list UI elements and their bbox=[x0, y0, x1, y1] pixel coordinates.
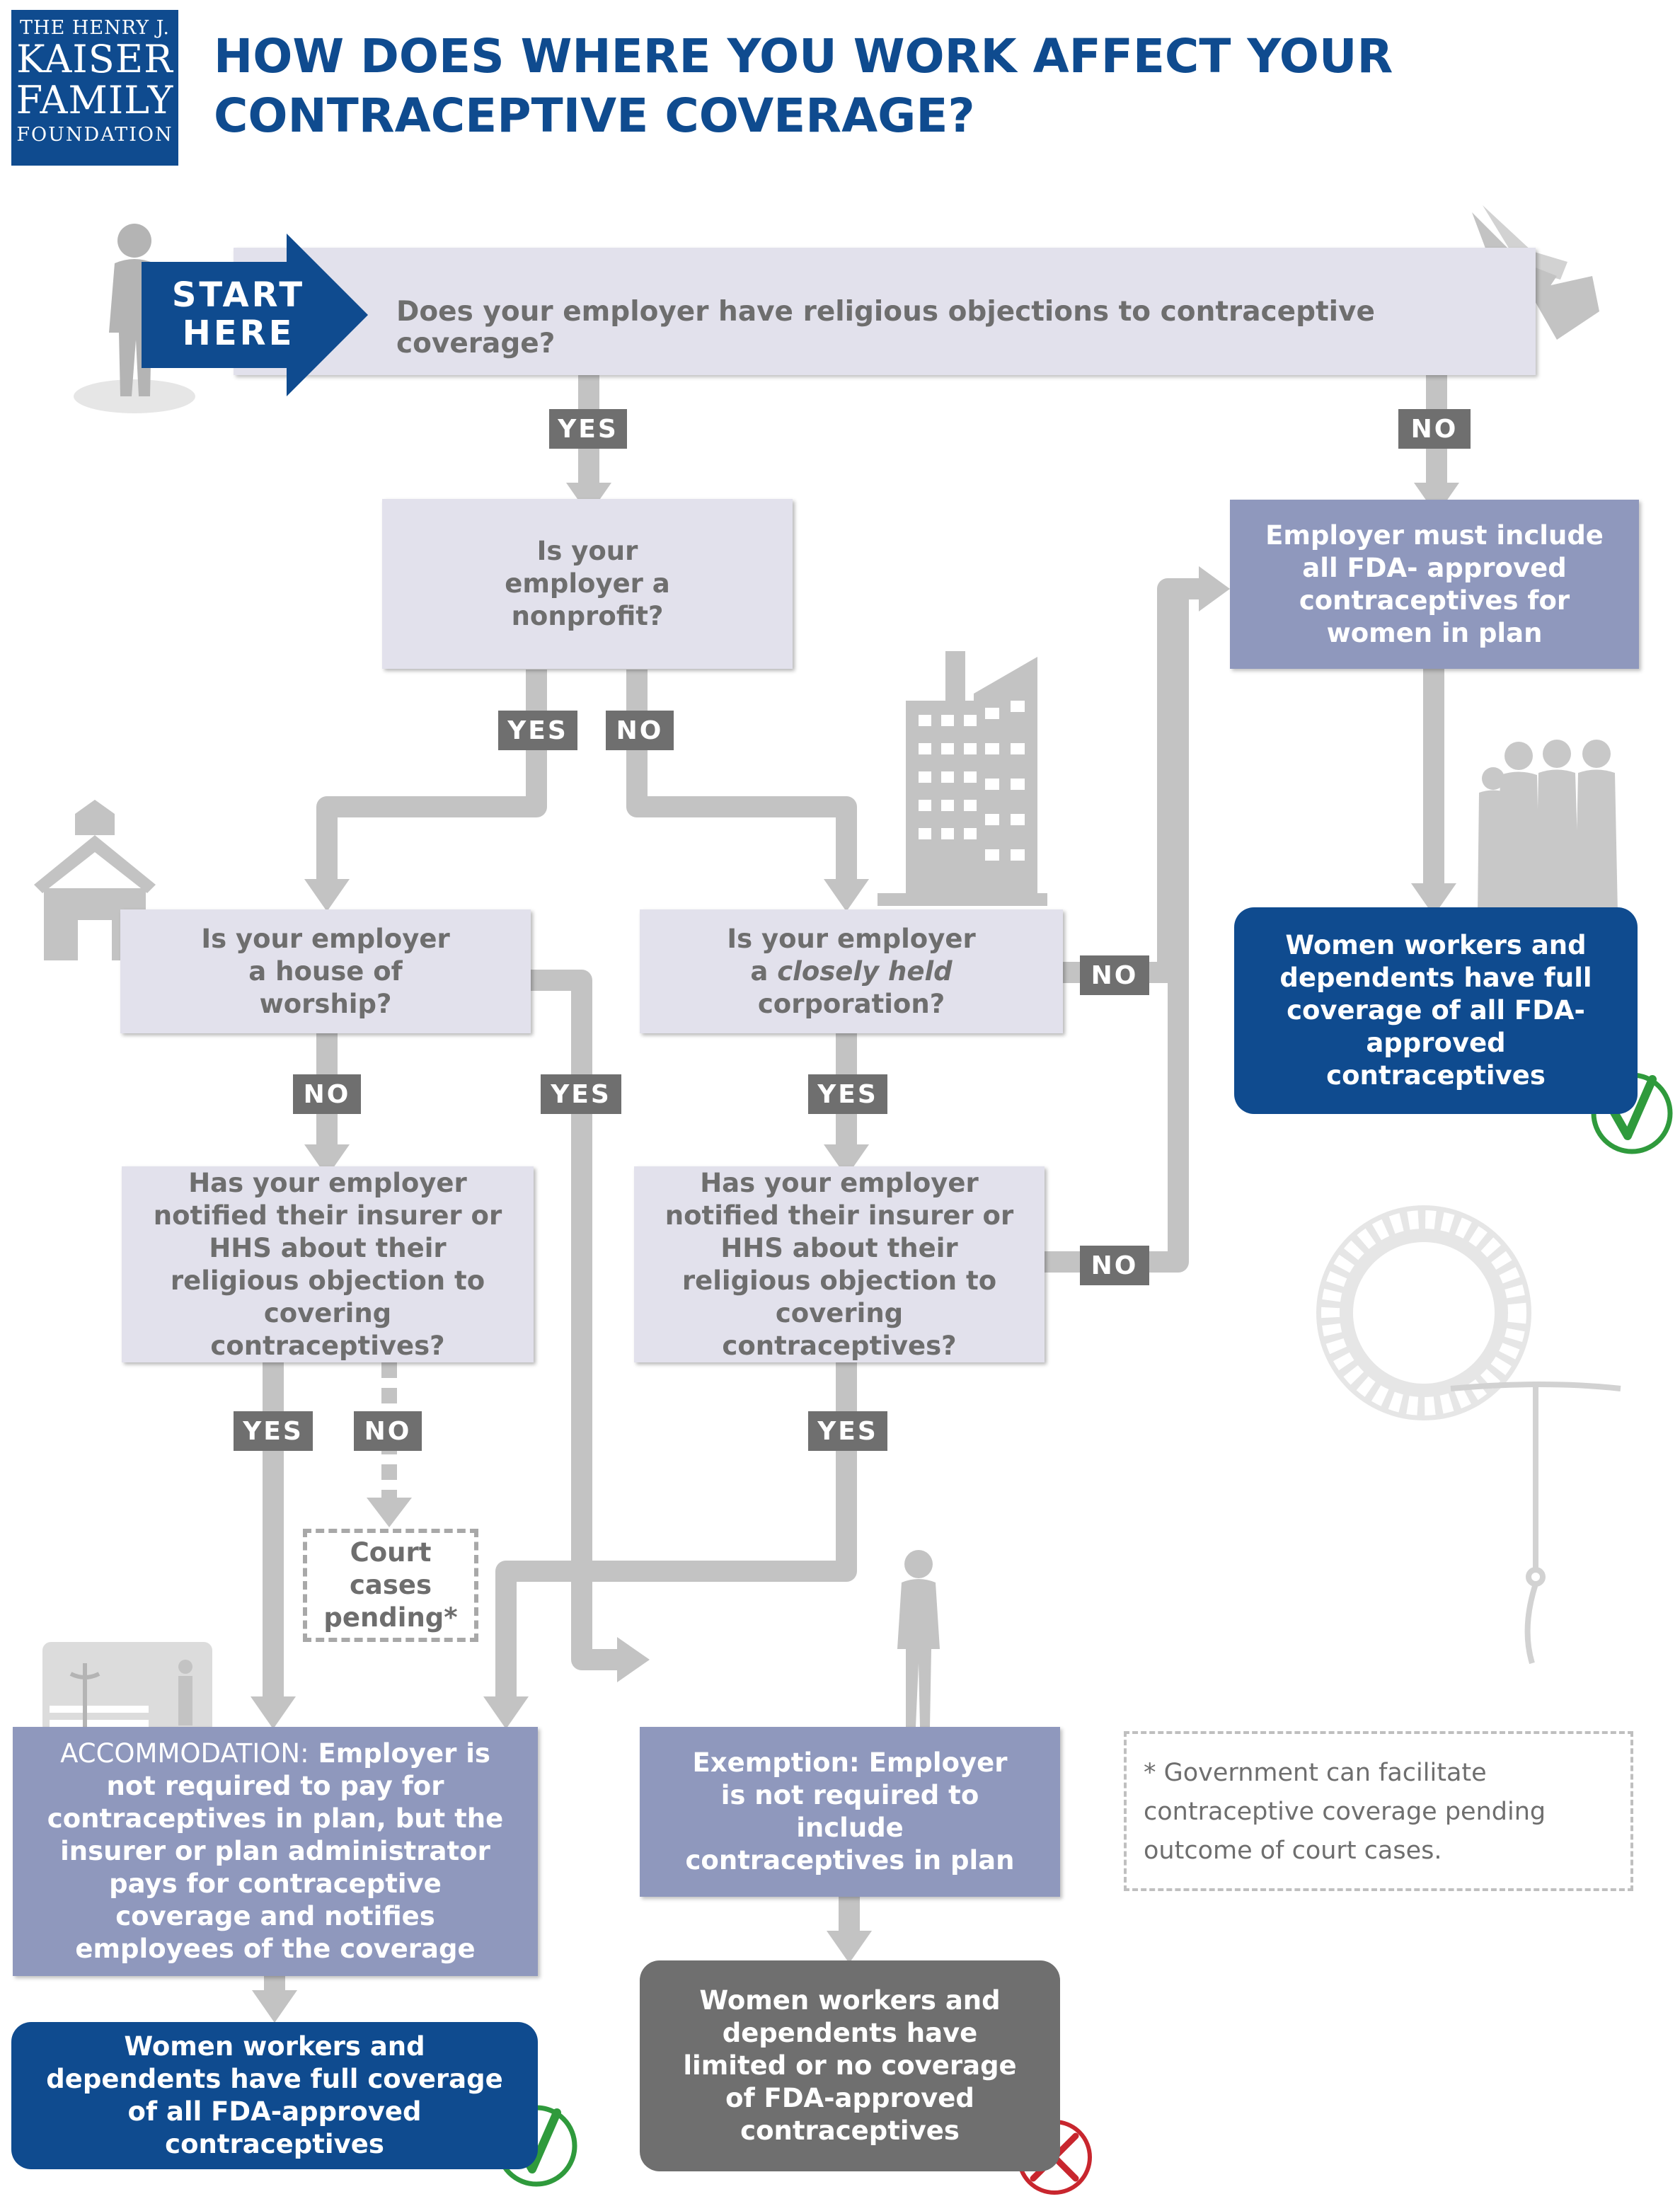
accommodation-box: ACCOMMODATION: Employer is not required … bbox=[13, 1727, 538, 1976]
connector-yes-worship bbox=[316, 670, 547, 885]
court-cases-pending-box: Court cases pending* bbox=[303, 1529, 478, 1642]
no-tag-closely: NO bbox=[1080, 955, 1149, 995]
connector-no-closely bbox=[626, 670, 857, 885]
logo-line2: KAISER bbox=[16, 37, 173, 81]
insurance-card-icon bbox=[42, 1642, 212, 1734]
question-notified-right: Has your employer notified their insurer… bbox=[634, 1166, 1045, 1362]
businessman-icon bbox=[897, 1550, 940, 1727]
start-arrow-icon bbox=[142, 234, 368, 396]
pill-pack-icon bbox=[1316, 1205, 1531, 1420]
buildings-icon bbox=[878, 651, 1047, 906]
group-silhouette-icon bbox=[1478, 740, 1618, 913]
question-house-of-worship: Is your employer a house of worship? bbox=[120, 909, 531, 1033]
yes-tag-nonprofit: YES bbox=[498, 711, 577, 750]
logo-line1: THE HENRY J. bbox=[20, 17, 170, 39]
iud-icon bbox=[1450, 1382, 1621, 1665]
kff-logo: THE HENRY J. KAISER FAMILY FOUNDATION bbox=[11, 10, 178, 166]
footnote-text: Government can facilitate contraceptive … bbox=[1144, 1759, 1546, 1865]
logo-line4: FOUNDATION bbox=[16, 124, 173, 146]
question-nonprofit: Is your employer a nonprofit? bbox=[382, 499, 793, 669]
full-coverage-left-box: Women workers and dependents have full c… bbox=[11, 2022, 538, 2169]
start-line2: HERE bbox=[182, 314, 295, 353]
limited-coverage-box: Women workers and dependents have limite… bbox=[640, 1960, 1060, 2171]
no-tag-religious: NO bbox=[1398, 409, 1471, 449]
logo-line3: FAMILY bbox=[16, 78, 174, 122]
connector-yes-accommodation-right bbox=[495, 1362, 857, 1702]
no-tag-notified-right: NO bbox=[1080, 1246, 1149, 1285]
start-question-box bbox=[234, 248, 1536, 375]
yes-tag-religious: YES bbox=[549, 409, 627, 449]
page-title: HOW DOES WHERE YOU WORK AFFECT YOUR CONT… bbox=[214, 29, 1393, 143]
question-notified-left: Has your employer notified their insurer… bbox=[122, 1166, 534, 1362]
employer-must-include-box: Employer must include all FDA- approved … bbox=[1230, 500, 1639, 669]
no-tag-worship: NO bbox=[293, 1074, 361, 1114]
start-line1: START bbox=[171, 275, 306, 315]
no-tag-notified-left: NO bbox=[354, 1411, 422, 1451]
question-closely-held: Is your employer a closely held corporat… bbox=[640, 909, 1063, 1033]
footnote-box: * Government can facilitate contraceptiv… bbox=[1124, 1731, 1633, 1891]
accommodation-text: ACCOMMODATION: Employer is not required … bbox=[47, 1738, 504, 1964]
yes-tag-notified-left: YES bbox=[234, 1411, 313, 1451]
question-religious-objections: Does your employer have religious object… bbox=[396, 296, 1375, 360]
yes-tag-notified-right: YES bbox=[808, 1411, 887, 1451]
exemption-box: Exemption: Employer is not required to i… bbox=[640, 1727, 1060, 1897]
footnote-star: * bbox=[1144, 1759, 1156, 1787]
full-coverage-right-box: Women workers and dependents have full c… bbox=[1234, 907, 1638, 1114]
no-tag-nonprofit: NO bbox=[606, 711, 674, 750]
start-label: START HERE bbox=[150, 276, 327, 352]
yes-tag-closely: YES bbox=[808, 1074, 887, 1114]
yes-tag-worship: YES bbox=[541, 1074, 621, 1114]
closely-held-text: Is your employer a closely held corporat… bbox=[727, 923, 976, 1019]
connector-yes-exemption bbox=[531, 970, 623, 1670]
